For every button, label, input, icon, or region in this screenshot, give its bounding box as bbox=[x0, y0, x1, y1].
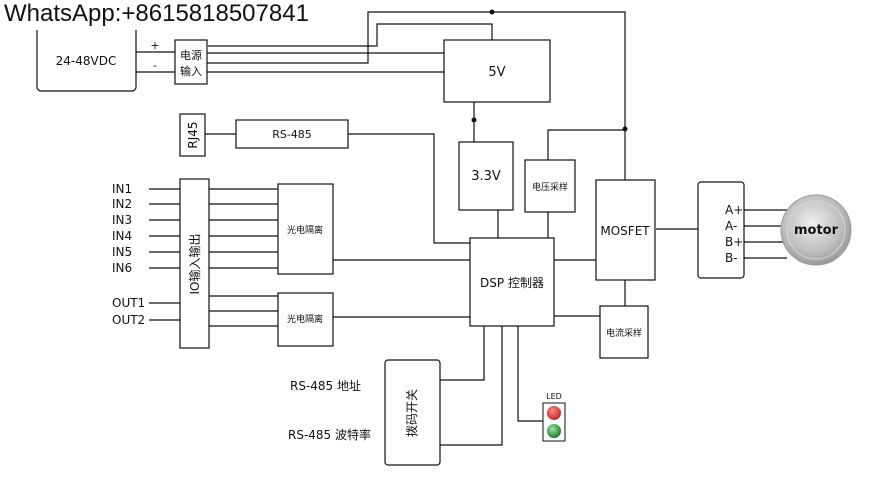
red-led-icon bbox=[547, 406, 561, 420]
input-label: IN6 bbox=[112, 261, 132, 275]
power-input-line1: 电源 bbox=[180, 48, 202, 62]
regulator-3v3-label: 3.3V bbox=[471, 169, 501, 184]
power-supply-label: 24-48VDC bbox=[56, 54, 117, 68]
led-label: LED bbox=[546, 392, 562, 401]
dip-switch-label: 拨码开关 bbox=[405, 389, 419, 437]
motor: motor bbox=[780, 194, 852, 266]
terminal-label: A+ bbox=[725, 203, 743, 217]
output-label: OUT2 bbox=[112, 313, 145, 327]
terminal-label: B- bbox=[725, 251, 738, 265]
regulator-5v-label: 5V bbox=[488, 65, 505, 80]
rj45-block: RJ45 bbox=[179, 113, 206, 157]
rs485-baud-label: RS-485 波特率 bbox=[288, 427, 371, 442]
input-label: IN1 bbox=[112, 182, 132, 196]
rj45-label: RJ45 bbox=[186, 121, 200, 148]
dsp-label: DSP 控制器 bbox=[480, 276, 544, 290]
power-input-line2: 输入 bbox=[180, 64, 202, 78]
current-sampling-label: 电流采样 bbox=[606, 327, 642, 339]
power-input-block: 电源 输入 bbox=[174, 39, 208, 85]
plus-sign: + bbox=[150, 39, 159, 52]
input-label: IN2 bbox=[112, 197, 132, 211]
regulator-3v3-block: 3.3V bbox=[458, 141, 514, 211]
voltage-sampling-label: 电压采样 bbox=[532, 181, 568, 193]
current-sampling-block: 电流采样 bbox=[599, 305, 649, 359]
terminal-label: A- bbox=[725, 219, 737, 233]
rs485-label: RS-485 bbox=[272, 128, 312, 141]
voltage-sampling-block: 电压采样 bbox=[524, 159, 576, 213]
mosfet-label: MOSFET bbox=[600, 224, 650, 238]
input-label: IN4 bbox=[112, 229, 132, 243]
watermark: WhatsApp:+8615818507841 bbox=[2, 0, 313, 30]
rs485-address-label: RS-485 地址 bbox=[290, 379, 361, 393]
opto-top-label: 光电隔离 bbox=[287, 224, 323, 236]
io-block-label: IO输入输出 bbox=[187, 234, 202, 295]
led-indicator: LED bbox=[542, 392, 566, 442]
dsp-controller-block: DSP 控制器 bbox=[469, 237, 555, 327]
mosfet-block: MOSFET bbox=[595, 179, 656, 281]
opto-bottom-label: 光电隔离 bbox=[287, 313, 323, 325]
motor-label: motor bbox=[794, 223, 839, 238]
connection-lines bbox=[136, 11, 787, 446]
regulator-5v-block: 5V bbox=[443, 39, 551, 103]
junction-dots bbox=[471, 9, 628, 132]
opto-isolator-top: 光电隔离 bbox=[277, 183, 334, 275]
output-label: OUT1 bbox=[112, 296, 145, 310]
motor-terminal-block: A+ A- B+ B- bbox=[697, 181, 745, 279]
green-led-icon bbox=[547, 424, 561, 438]
power-supply-block: 24-48VDC + - bbox=[36, 24, 160, 92]
io-labels: IN1 IN2 IN3 IN4 IN5 IN6 OUT1 OUT2 bbox=[112, 182, 145, 327]
opto-isolator-bottom: 光电隔离 bbox=[277, 292, 334, 347]
rs485-block: RS-485 bbox=[235, 119, 349, 149]
input-label: IN5 bbox=[112, 245, 132, 259]
dip-switch-block: 拨码开关 bbox=[384, 359, 441, 466]
terminal-label: B+ bbox=[725, 235, 743, 249]
input-label: IN3 bbox=[112, 213, 132, 227]
io-block: IO输入输出 bbox=[179, 178, 210, 349]
minus-sign: - bbox=[153, 59, 157, 72]
